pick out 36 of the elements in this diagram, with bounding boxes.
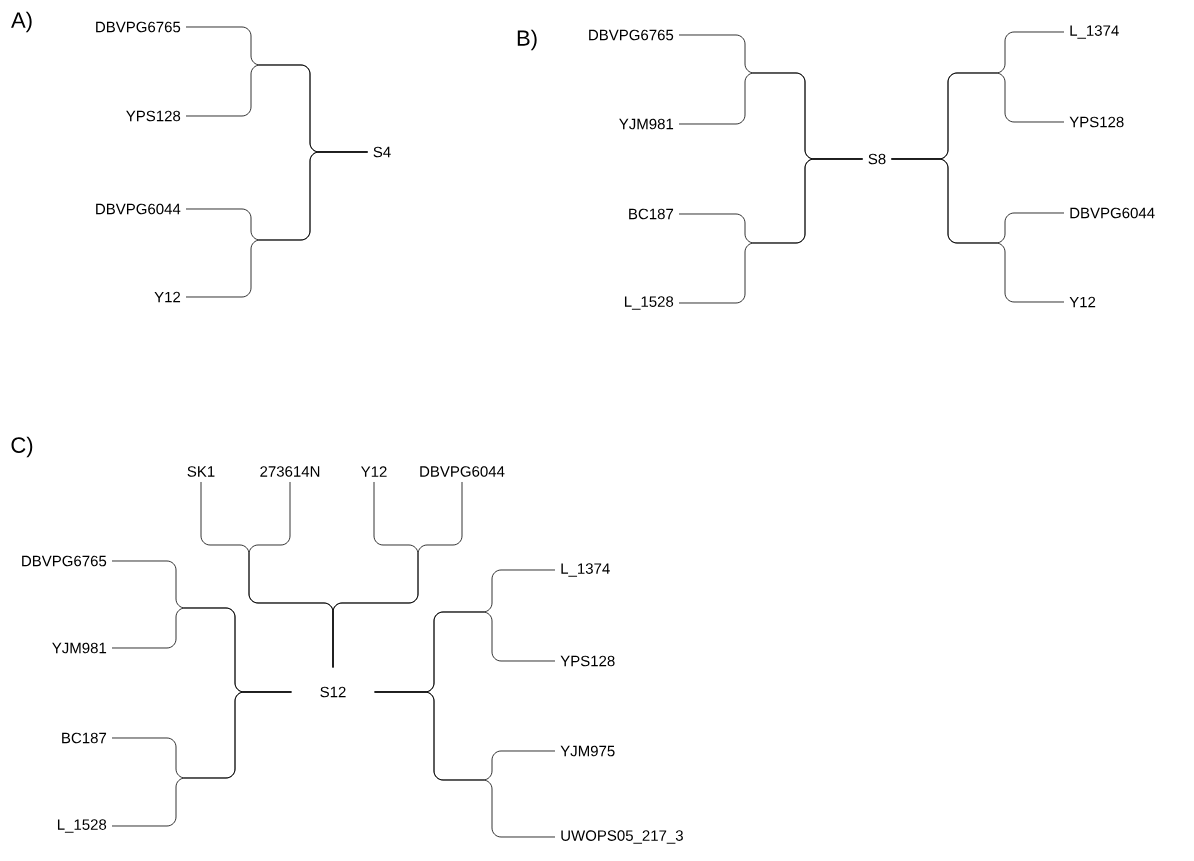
leaf-label: DBVPG6044 xyxy=(96,203,181,215)
leaf-label: DBVPG6765 xyxy=(96,21,181,33)
leaf-label: Y12 xyxy=(1069,296,1096,308)
leaf-label: L_1374 xyxy=(561,563,610,577)
leaf-label: L_1528 xyxy=(625,296,674,310)
leaf-label: SK1 xyxy=(187,466,215,477)
leaf-label: Y12 xyxy=(154,291,181,303)
leaf-label: YJM981 xyxy=(619,118,674,130)
panel-label: C) xyxy=(11,436,33,458)
root-label: S8 xyxy=(868,153,886,165)
leaf-label: DBVPG6044 xyxy=(1070,207,1155,219)
tree-branch xyxy=(111,691,292,827)
tree-branch xyxy=(374,691,556,838)
leaf-label: 273614N xyxy=(260,466,320,477)
leaf-label: L_1528 xyxy=(58,819,107,833)
root-label: S12 xyxy=(320,686,346,698)
leaf-label: L_1374 xyxy=(1070,25,1119,39)
panel-label: A) xyxy=(11,11,32,33)
leaf-label: YJM981 xyxy=(52,642,107,654)
leaf-label: YPS128 xyxy=(126,110,181,122)
leaf-label: YPS128 xyxy=(560,655,615,667)
root-label: S4 xyxy=(373,146,391,158)
leaf-label: DBVPG6765 xyxy=(589,29,674,41)
leaf-label: YPS128 xyxy=(1069,116,1124,128)
tree-branch xyxy=(891,158,1065,303)
leaf-label: YJM975 xyxy=(560,745,615,757)
leaf-label: Y12 xyxy=(361,466,387,477)
leaf-label: DBVPG6765 xyxy=(22,555,107,567)
tree-branch xyxy=(332,481,463,668)
leaf-label: UWOPS05_217_3 xyxy=(561,830,683,844)
leaf-label: BC187 xyxy=(629,208,674,220)
tree-branch xyxy=(678,158,864,304)
tree-branch xyxy=(185,151,369,298)
panel-label: B) xyxy=(517,29,537,51)
leaf-label: DBVPG6044 xyxy=(420,466,505,477)
leaf-label: BC187 xyxy=(62,732,107,744)
